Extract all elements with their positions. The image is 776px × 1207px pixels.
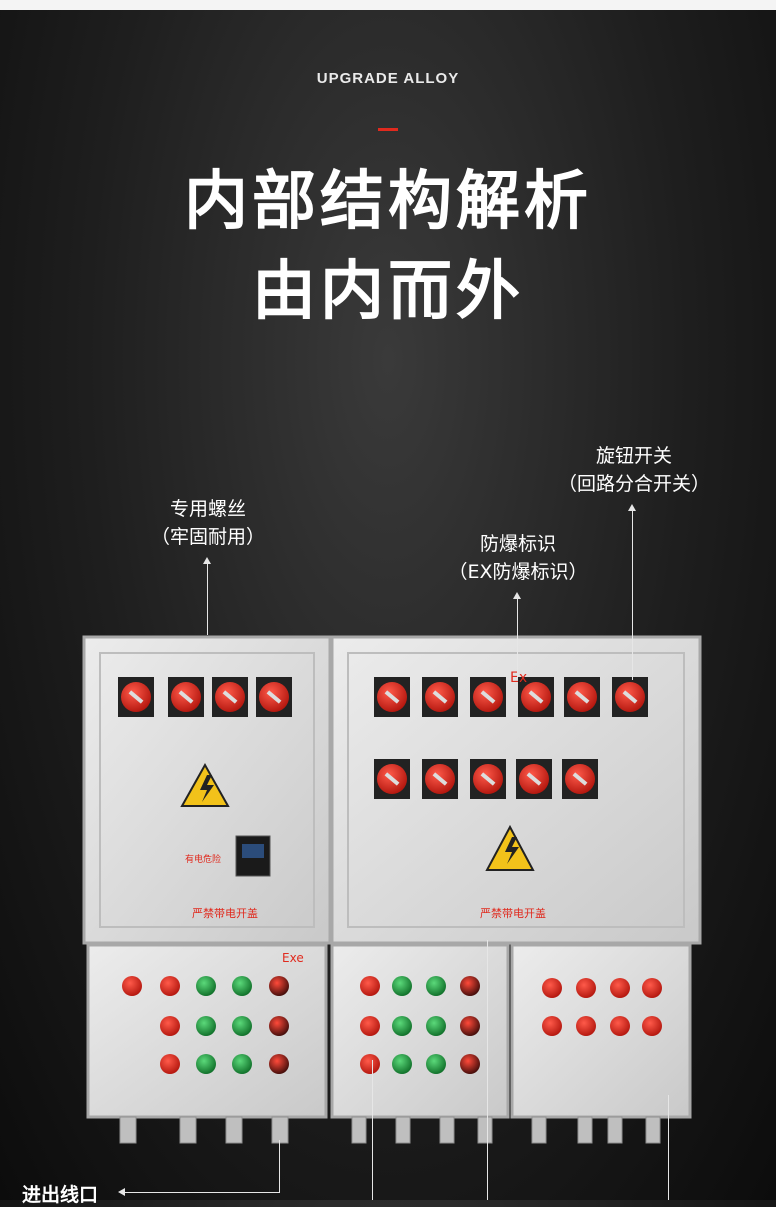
warning-sign-label: 有电危险 [185,853,221,865]
arrow-icon [279,1140,280,1192]
page-subtitle: 由内而外 [252,255,524,329]
callout-ex-mark: 防爆标识 （EX防爆标识） [432,530,604,586]
callout-knob-title: 旋钮开关 [595,445,672,467]
no-open-live-label-right: 严禁带电开盖 [480,906,546,920]
arrow-icon [632,510,633,680]
arrow-icon [124,1192,280,1193]
arrow-icon [372,1060,373,1200]
callout-screw-detail: （牢固耐用） [150,526,265,548]
callout-knob: 旋钮开关 （回路分合开关） [540,442,728,498]
arrow-icon [203,557,211,564]
ex-symbol-lower: Exe [282,951,304,965]
arrow-icon [487,940,488,1200]
warning-triangle-icon [180,762,230,807]
arrow-icon [628,504,636,511]
callout-screw-title: 专用螺丝 [169,498,246,520]
callout-ex-mark-detail: （EX防爆标识） [448,561,588,583]
indicator-light-icon [542,978,662,1036]
cable-glands [119,1116,661,1144]
callout-knob-detail: （回路分合开关） [557,473,710,495]
callout-screw: 专用螺丝 （牢固耐用） [138,495,278,551]
lower-right-enclosure [510,943,692,1119]
arrow-icon [517,598,518,678]
accent-dash [378,128,398,131]
page-title: 内部结构解析 [184,165,592,239]
arrow-icon [668,1095,669,1200]
arrow-icon [513,592,521,599]
indicator-light-icon [360,976,480,1074]
rotary-switch-icon [374,677,648,717]
warning-triangle-icon [485,824,535,871]
callout-ex-mark-title: 防爆标识 [479,533,556,555]
cable-entry-label: 进出线口 [22,1184,99,1206]
eyebrow-text: UPGRADE ALLOY [316,70,460,87]
rotary-switch-icon [118,677,292,717]
no-open-live-label-left: 严禁带电开盖 [192,906,258,920]
arrow-icon [207,563,208,635]
lower-middle-enclosure [330,943,510,1119]
indicator-light-icon [122,976,289,1074]
arrow-icon [118,1188,125,1196]
top-strip [0,0,776,10]
ex-symbol-upper: Ex [510,670,527,686]
rotary-switch-icon [374,759,598,799]
